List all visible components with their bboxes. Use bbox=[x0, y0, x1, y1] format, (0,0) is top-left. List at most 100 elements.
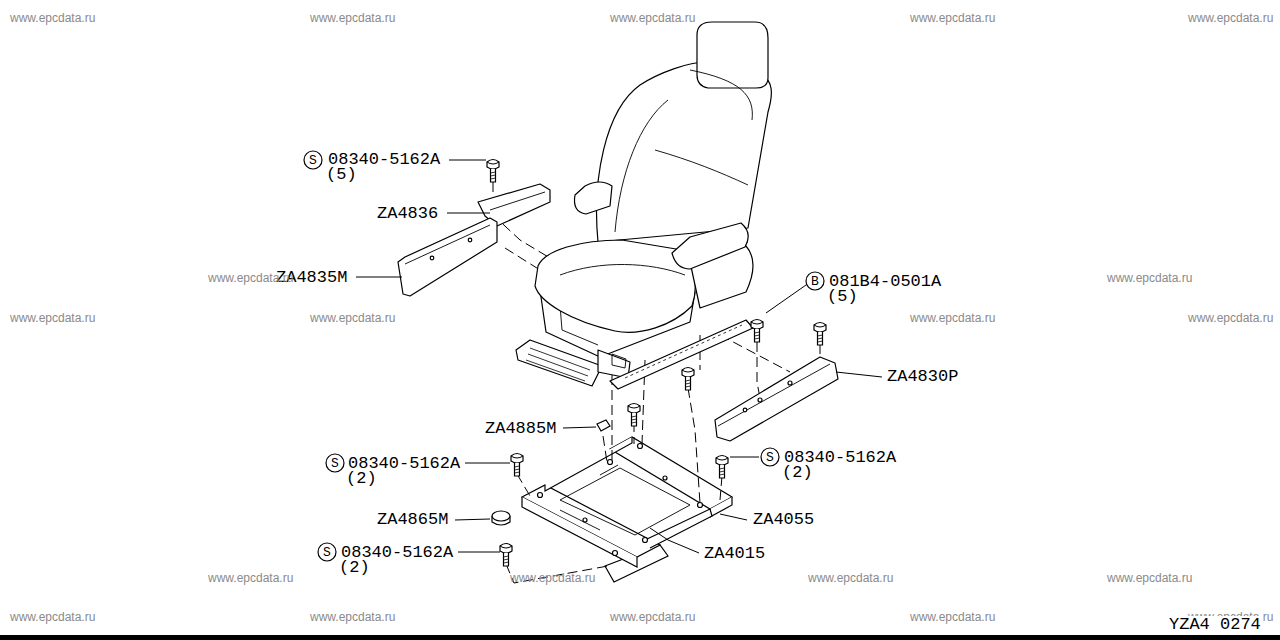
watermark: www.epcdata.ru bbox=[310, 12, 395, 24]
quantity: (2) bbox=[345, 470, 378, 487]
watermark: www.epcdata.ru bbox=[808, 572, 893, 584]
callout-letter: S bbox=[331, 457, 339, 470]
seat-frame bbox=[608, 460, 613, 465]
watermark: www.epcdata.ru bbox=[1107, 572, 1192, 584]
bolt bbox=[487, 160, 499, 183]
bolt bbox=[716, 456, 728, 479]
assembly-line bbox=[688, 388, 700, 503]
watermark: www.epcdata.ru bbox=[310, 312, 395, 324]
small-part bbox=[597, 420, 610, 431]
part-number: ZA4836 bbox=[376, 205, 439, 222]
quantity: (5) bbox=[325, 166, 358, 183]
part-number: ZA4865M bbox=[376, 511, 449, 528]
seat-trim bbox=[758, 398, 762, 402]
callout-letter: S bbox=[766, 451, 774, 464]
seat-trim bbox=[430, 256, 434, 260]
seat-assembly bbox=[672, 223, 748, 269]
seat-trim bbox=[398, 218, 497, 296]
seat-assembly bbox=[615, 100, 668, 232]
callout-letter: S bbox=[323, 546, 331, 559]
leader-line bbox=[356, 277, 402, 278]
part-number: ZA4830P bbox=[886, 368, 959, 385]
seat-frame bbox=[560, 465, 618, 530]
callout-circle bbox=[318, 543, 336, 561]
watermark: www.epcdata.ru bbox=[610, 611, 695, 623]
bolt bbox=[500, 544, 512, 567]
seat-assembly bbox=[574, 182, 612, 214]
leader-line bbox=[449, 160, 486, 161]
assembly-line bbox=[493, 182, 494, 192]
seat-assembly bbox=[597, 62, 772, 242]
callout-circle bbox=[806, 272, 824, 290]
assembly-line bbox=[505, 248, 540, 270]
seat-frame bbox=[663, 476, 667, 480]
seat-assembly bbox=[610, 320, 753, 389]
leader-line bbox=[563, 427, 596, 428]
seat-frame bbox=[522, 497, 637, 567]
leader-line bbox=[766, 285, 806, 313]
part-number: ZA4885M bbox=[484, 420, 557, 437]
watermark: www.epcdata.ru bbox=[510, 572, 595, 584]
seat-frame bbox=[560, 468, 690, 535]
watermark: www.epcdata.ru bbox=[10, 312, 95, 324]
leader-line bbox=[730, 457, 759, 458]
seat-frame bbox=[538, 493, 543, 498]
watermark: www.epcdata.ru bbox=[910, 611, 995, 623]
leader-line bbox=[720, 514, 747, 520]
seat-frame bbox=[610, 437, 732, 509]
seat-assembly bbox=[612, 354, 626, 368]
callout-circle bbox=[326, 454, 344, 472]
seat-trim bbox=[788, 381, 792, 385]
leader-line bbox=[836, 372, 882, 377]
seat-frame bbox=[522, 437, 732, 582]
callout-letter: S bbox=[309, 154, 317, 167]
seat-frame bbox=[698, 503, 703, 508]
leader-line bbox=[455, 519, 490, 520]
part-number: ZA4015 bbox=[703, 545, 766, 562]
small-part bbox=[492, 511, 510, 521]
assembly-line bbox=[757, 342, 760, 398]
seat-frame bbox=[522, 485, 660, 557]
watermark: www.epcdata.ru bbox=[1188, 12, 1273, 24]
seat-assembly bbox=[526, 348, 590, 381]
drawing-code: YZA4 0274 bbox=[1168, 616, 1262, 633]
leader-line bbox=[447, 213, 490, 214]
seat-trim bbox=[715, 357, 838, 441]
seat-frame bbox=[583, 518, 587, 522]
bolt bbox=[682, 368, 694, 391]
callout-circle bbox=[304, 151, 824, 561]
leader-line bbox=[465, 463, 510, 464]
bolt bbox=[751, 320, 763, 343]
quantity: (5) bbox=[826, 288, 859, 305]
watermark: www.epcdata.ru bbox=[910, 12, 995, 24]
leader-line bbox=[458, 552, 500, 553]
bolt bbox=[511, 454, 523, 477]
seat-assembly bbox=[516, 22, 771, 389]
callout-letter: B bbox=[811, 275, 819, 288]
watermark: www.epcdata.ru bbox=[1107, 272, 1192, 284]
assembly-line bbox=[517, 474, 530, 496]
watermark: www.epcdata.ru bbox=[910, 312, 995, 324]
seat-frame bbox=[643, 538, 648, 543]
seat-assembly bbox=[516, 340, 602, 386]
watermark: www.epcdata.ru bbox=[208, 572, 293, 584]
seat-assembly bbox=[690, 70, 752, 120]
part-number: ZA4055 bbox=[752, 511, 815, 528]
seat-frame bbox=[638, 444, 643, 449]
seat-trim bbox=[468, 238, 472, 242]
assembly-line bbox=[506, 564, 608, 583]
leader-line bbox=[650, 528, 699, 553]
assembly-line bbox=[720, 476, 722, 500]
seat-frame bbox=[645, 509, 712, 548]
watermark: www.epcdata.ru bbox=[310, 611, 395, 623]
seat-assembly bbox=[535, 240, 695, 332]
watermark: www.epcdata.ru bbox=[10, 12, 95, 24]
leader-line bbox=[356, 160, 882, 553]
border-bar bbox=[0, 635, 1280, 640]
seat-frame bbox=[613, 551, 618, 556]
callout-circle bbox=[304, 151, 322, 169]
bolt bbox=[487, 160, 826, 567]
bolt bbox=[628, 404, 640, 427]
watermark: www.epcdata.ru bbox=[610, 12, 695, 24]
